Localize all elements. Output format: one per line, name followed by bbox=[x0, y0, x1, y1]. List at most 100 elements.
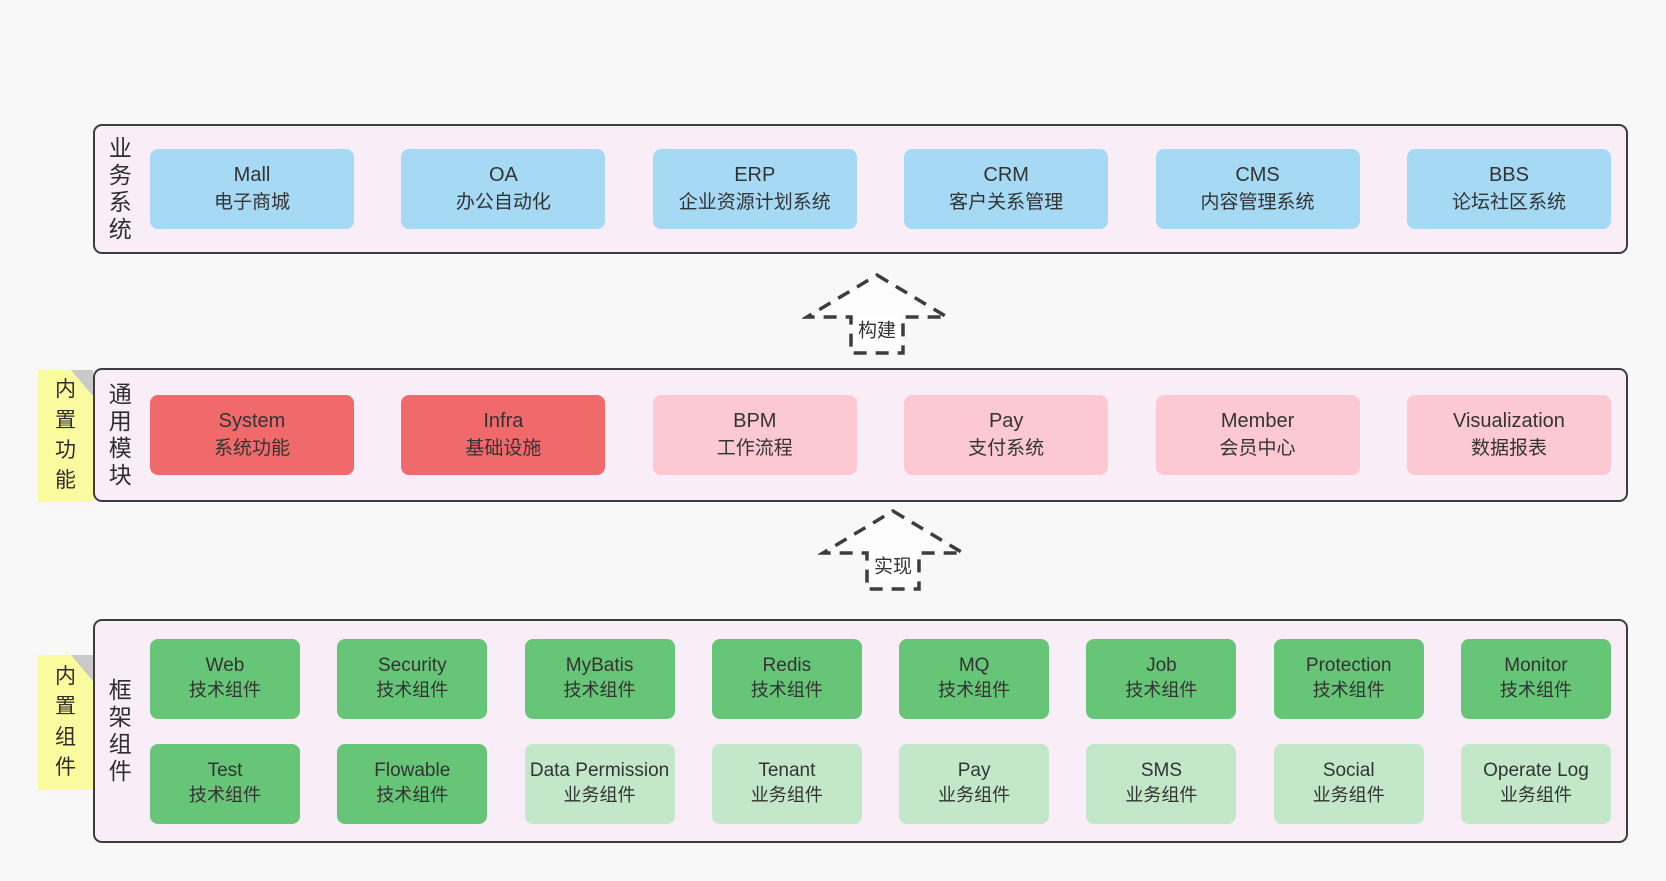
box-subtitle: 系统功能 bbox=[213, 437, 290, 459]
business-systems-row: Mall 电子商城 OA 办公自动化 ERP 企业资源计划系统 CRM 客户关系… bbox=[150, 126, 1611, 252]
layer-label-common-modules: 通用模块 bbox=[108, 380, 132, 489]
box-title: Infra bbox=[483, 410, 524, 433]
box-flowable: Flowable 技术组件 bbox=[337, 743, 488, 824]
box-operate-log: Operate Log 业务组件 bbox=[1460, 743, 1611, 824]
framework-components-grid: Web 技术组件 Security 技术组件 MyBatis 技术组件 Redi… bbox=[150, 621, 1611, 841]
box-subtitle: 业务组件 bbox=[563, 785, 636, 806]
box-title: OA bbox=[488, 164, 518, 187]
box-title: Mall bbox=[233, 164, 271, 187]
dashed-up-arrow-icon bbox=[802, 272, 952, 355]
box-title: Flowable bbox=[374, 760, 451, 782]
box-infra: Infra 基础设施 bbox=[401, 395, 606, 475]
box-mq: MQ 技术组件 bbox=[899, 638, 1050, 719]
arrow-outline bbox=[818, 508, 968, 591]
box-title: Visualization bbox=[1452, 410, 1565, 433]
layer-label-business-systems: 业务系统 bbox=[108, 134, 132, 243]
box-title: Pay bbox=[988, 410, 1024, 433]
box-title: BBS bbox=[1488, 164, 1529, 187]
box-title: Social bbox=[1322, 760, 1375, 782]
box-title: BPM bbox=[733, 410, 777, 433]
box-subtitle: 会员中心 bbox=[1219, 437, 1296, 459]
box-mall: Mall 电子商城 bbox=[150, 149, 354, 229]
box-subtitle: 内容管理系统 bbox=[1200, 191, 1315, 213]
build-arrow: 构建 bbox=[802, 272, 952, 356]
box-social: Social 业务组件 bbox=[1273, 743, 1424, 824]
box-subtitle: 企业资源计划系统 bbox=[678, 191, 831, 213]
box-subtitle: 论坛社区系统 bbox=[1451, 191, 1566, 213]
box-subtitle: 技术组件 bbox=[188, 785, 262, 806]
dashed-up-arrow-icon bbox=[818, 508, 968, 591]
arrow-outline bbox=[802, 272, 952, 355]
box-visualization: Visualization 数据报表 bbox=[1406, 395, 1611, 475]
box-oa: OA 办公自动化 bbox=[401, 149, 606, 229]
box-title: Tenant bbox=[758, 760, 816, 782]
box-pay-component: Pay 业务组件 bbox=[899, 743, 1050, 824]
box-subtitle: 基础设施 bbox=[465, 437, 542, 459]
box-title: Web bbox=[205, 655, 245, 677]
box-title: MyBatis bbox=[565, 655, 634, 677]
implement-arrow-label: 实现 bbox=[869, 550, 917, 580]
note-built-in-features: 内置功能 bbox=[38, 370, 93, 502]
box-title: Operate Log bbox=[1483, 760, 1589, 782]
note-built-in-components: 内置组件 bbox=[38, 655, 93, 790]
box-mybatis: MyBatis 技术组件 bbox=[524, 638, 675, 719]
box-subtitle: 业务组件 bbox=[938, 785, 1011, 806]
box-subtitle: 技术组件 bbox=[563, 680, 636, 701]
box-title: Monitor bbox=[1504, 655, 1568, 677]
box-title: CRM bbox=[983, 164, 1029, 187]
box-erp: ERP 企业资源计划系统 bbox=[652, 149, 857, 229]
box-title: Protection bbox=[1305, 655, 1392, 677]
box-system: System 系统功能 bbox=[150, 395, 354, 475]
box-title: Member bbox=[1220, 410, 1295, 433]
box-security: Security 技术组件 bbox=[337, 638, 488, 719]
box-web: Web 技术组件 bbox=[150, 638, 300, 719]
box-sms: SMS 业务组件 bbox=[1086, 743, 1237, 824]
box-tenant: Tenant 业务组件 bbox=[711, 743, 862, 824]
box-crm: CRM 客户关系管理 bbox=[904, 149, 1109, 229]
box-subtitle: 技术组件 bbox=[376, 785, 449, 806]
box-cms: CMS 内容管理系统 bbox=[1155, 149, 1360, 229]
implement-arrow: 实现 bbox=[818, 508, 968, 592]
box-subtitle: 业务组件 bbox=[1125, 785, 1198, 806]
box-title: Pay bbox=[957, 760, 991, 782]
box-subtitle: 技术组件 bbox=[188, 680, 262, 701]
box-monitor: Monitor 技术组件 bbox=[1460, 638, 1611, 719]
box-subtitle: 技术组件 bbox=[1312, 680, 1385, 701]
box-title: Security bbox=[377, 655, 447, 677]
box-title: SMS bbox=[1140, 760, 1182, 782]
box-subtitle: 业务组件 bbox=[1312, 785, 1385, 806]
layer-label-framework-components: 框架组件 bbox=[108, 676, 132, 785]
common-modules-row: System 系统功能 Infra 基础设施 BPM 工作流程 Pay 支付系统… bbox=[150, 370, 1611, 500]
box-subtitle: 业务组件 bbox=[1499, 785, 1573, 806]
layer-common-modules: 通用模块 System 系统功能 Infra 基础设施 BPM 工作流程 Pay… bbox=[93, 368, 1628, 502]
box-subtitle: 办公自动化 bbox=[455, 191, 551, 213]
box-job: Job 技术组件 bbox=[1086, 638, 1237, 719]
box-test: Test 技术组件 bbox=[150, 743, 300, 824]
box-protection: Protection 技术组件 bbox=[1273, 638, 1424, 719]
box-title: Redis bbox=[762, 655, 812, 677]
box-subtitle: 工作流程 bbox=[716, 437, 793, 459]
box-subtitle: 技术组件 bbox=[750, 680, 823, 701]
box-bpm: BPM 工作流程 bbox=[652, 395, 857, 475]
box-subtitle: 业务组件 bbox=[750, 785, 823, 806]
box-subtitle: 支付系统 bbox=[968, 437, 1045, 459]
note-text: 内置组件 bbox=[55, 664, 76, 779]
box-member: Member 会员中心 bbox=[1155, 395, 1360, 475]
box-title: Job bbox=[1146, 655, 1177, 677]
layer-business-systems: 业务系统 Mall 电子商城 OA 办公自动化 ERP 企业资源计划系统 CRM… bbox=[93, 124, 1628, 254]
box-subtitle: 技术组件 bbox=[376, 680, 449, 701]
box-title: Test bbox=[207, 760, 243, 782]
box-subtitle: 技术组件 bbox=[1499, 680, 1573, 701]
box-subtitle: 技术组件 bbox=[938, 680, 1011, 701]
box-subtitle: 电子商城 bbox=[213, 191, 290, 213]
note-text: 内置功能 bbox=[55, 378, 76, 493]
box-title: System bbox=[218, 410, 286, 433]
layer-framework-components: 框架组件 Web 技术组件 Security 技术组件 MyBatis 技术组件… bbox=[93, 619, 1628, 843]
box-bbs: BBS 论坛社区系统 bbox=[1406, 149, 1611, 229]
box-title: MQ bbox=[958, 655, 990, 677]
tech-components-row: Web 技术组件 Security 技术组件 MyBatis 技术组件 Redi… bbox=[150, 638, 1611, 719]
box-data-permission: Data Permission 业务组件 bbox=[524, 743, 675, 824]
box-redis: Redis 技术组件 bbox=[711, 638, 862, 719]
box-subtitle: 技术组件 bbox=[1125, 680, 1198, 701]
